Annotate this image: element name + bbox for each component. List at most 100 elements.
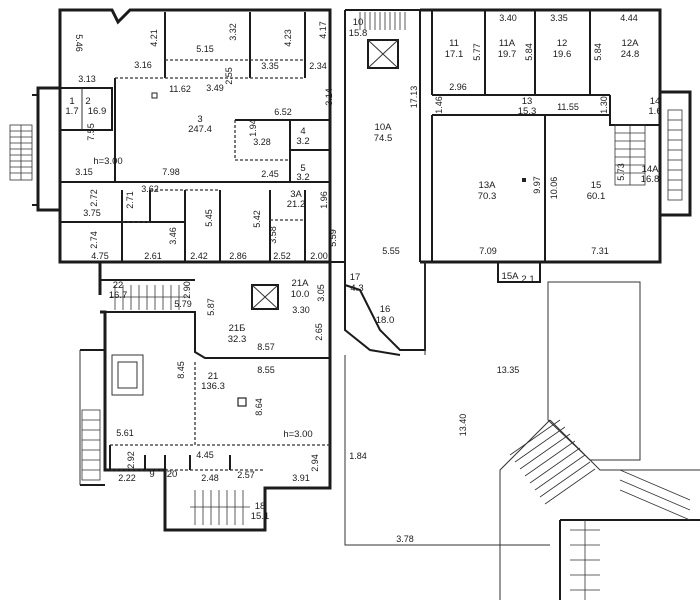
dimension: 7.55 (86, 123, 96, 141)
dimension: 4.17 (318, 21, 328, 39)
room-area: 24.8 (621, 49, 640, 60)
dimension: 3.13 (78, 74, 96, 84)
dimension: 1.30 (599, 96, 609, 114)
dimension: 5.55 (382, 246, 400, 256)
dimension: 8.57 (257, 342, 275, 352)
room-number: 21A (292, 278, 310, 289)
dimension: 3.78 (396, 534, 414, 544)
dimension: 1.46 (434, 96, 444, 114)
room-labels: 2 16.9 3 247.4 3A 21.2 4 3.2 5 3.2 10 15… (65, 17, 661, 522)
room-number: 14 (650, 96, 661, 107)
dimension: 2.48 (201, 473, 219, 483)
dimension: 3.32 (228, 23, 238, 41)
room-area: 4.3 (350, 283, 363, 294)
room-number: 11A (499, 38, 516, 49)
dimension: 3.35 (261, 61, 279, 71)
dimension: 5.45 (204, 209, 214, 227)
dimension: 7.98 (162, 167, 180, 177)
room-area: 70.3 (478, 191, 497, 202)
room-number: 12 (557, 38, 568, 49)
dimension-labels: 5.46 4.21 3.32 4.23 4.17 3.13 3.16 5.15 … (74, 13, 638, 544)
room-number: 14A (642, 164, 660, 175)
room-number: 11 (449, 38, 459, 49)
ceiling-heights: h=3.00 h=3.00 (93, 156, 312, 440)
dimension: 17.13 (409, 86, 419, 109)
dimension: 11.62 (169, 84, 191, 94)
dimension: 8.64 (254, 398, 264, 416)
dimension: 2.55 (224, 67, 234, 85)
dimension: 2.00 (310, 251, 328, 261)
room-number: 16 (380, 304, 391, 315)
dimension: 5.77 (472, 43, 482, 61)
dimension: 3.75 (83, 208, 101, 218)
dimension: 3.62 (141, 184, 159, 194)
dimension: 1.94 (248, 119, 258, 137)
dimension: 3.14 (324, 88, 334, 106)
room-number: 5 (300, 163, 305, 174)
dimension: 9.97 (532, 176, 542, 194)
dimension: 8.45 (176, 361, 186, 379)
room-number: 22 (113, 280, 124, 291)
room-number: 21 (208, 371, 219, 382)
dimension: 8.55 (257, 365, 275, 375)
room-area: 1.7 (65, 106, 78, 117)
room-area: 15.8 (349, 28, 368, 39)
room-area: 15.3 (518, 106, 537, 117)
room-number: 12A (622, 38, 640, 49)
room-area: 136.3 (201, 381, 225, 392)
room-area: 2.1 (521, 274, 534, 285)
walls-south-block (79, 261, 550, 546)
dimension: 2.45 (261, 169, 279, 179)
room-area: 18.0 (376, 315, 395, 326)
dimension: 4.45 (196, 450, 214, 460)
room-area: 3.2 (296, 172, 309, 183)
room-number: 17 (350, 272, 361, 283)
dimension: 4.21 (149, 29, 159, 47)
ceiling-height: h=3.00 (283, 429, 312, 440)
dimension: 3.30 (292, 305, 310, 315)
dimension: 2.92 (126, 451, 136, 469)
room-area: 16.7 (109, 290, 128, 301)
stairs (9, 12, 691, 600)
dimension: 6.52 (274, 107, 292, 117)
dimension: 7.09 (479, 246, 497, 256)
dimension: 3.58 (268, 226, 278, 244)
room-number: 13 (522, 96, 533, 107)
dimension: 2.72 (89, 189, 99, 207)
dimension: 5.46 (74, 34, 84, 52)
room-area: 60.1 (587, 191, 606, 202)
room-number: 10 (353, 17, 364, 28)
dimension: 2.86 (229, 251, 247, 261)
dimension: 2.57 (237, 470, 255, 480)
room-number: 20 (167, 469, 178, 480)
room-area: 17.1 (445, 49, 464, 60)
room-number: 13A (479, 180, 497, 191)
room-number: 18 (255, 501, 266, 512)
dimension: 1.96 (319, 191, 329, 209)
room-area: 74.5 (374, 133, 393, 144)
dimension: 3.05 (316, 284, 326, 302)
room-area: 16.9 (88, 106, 107, 117)
room-number: 21Б (229, 323, 246, 334)
dimension: 1.84 (349, 451, 367, 461)
dimension: 10.06 (549, 177, 559, 200)
dimension: 3.40 (499, 13, 517, 23)
dimension: 3.35 (550, 13, 568, 23)
ceiling-height: h=3.00 (93, 156, 122, 167)
room-number: 1 (69, 96, 74, 107)
dimension: 5.42 (252, 210, 262, 228)
dimension: 2.52 (273, 251, 291, 261)
room-area: 19.6 (553, 49, 572, 60)
room-number: 15 (591, 180, 602, 191)
room-number: 15А (502, 271, 520, 282)
room-area: 247.4 (188, 124, 212, 135)
dimension: 2.71 (125, 191, 135, 209)
room-number: 3 (197, 114, 202, 125)
dimension: 2.96 (449, 82, 467, 92)
room-area: 32.3 (228, 334, 247, 345)
room-area: 19.7 (498, 49, 517, 60)
dimension: 2.34 (309, 61, 327, 71)
room-area: 10.0 (291, 289, 310, 300)
markers (151, 92, 526, 407)
dimension: 4.23 (283, 29, 293, 47)
